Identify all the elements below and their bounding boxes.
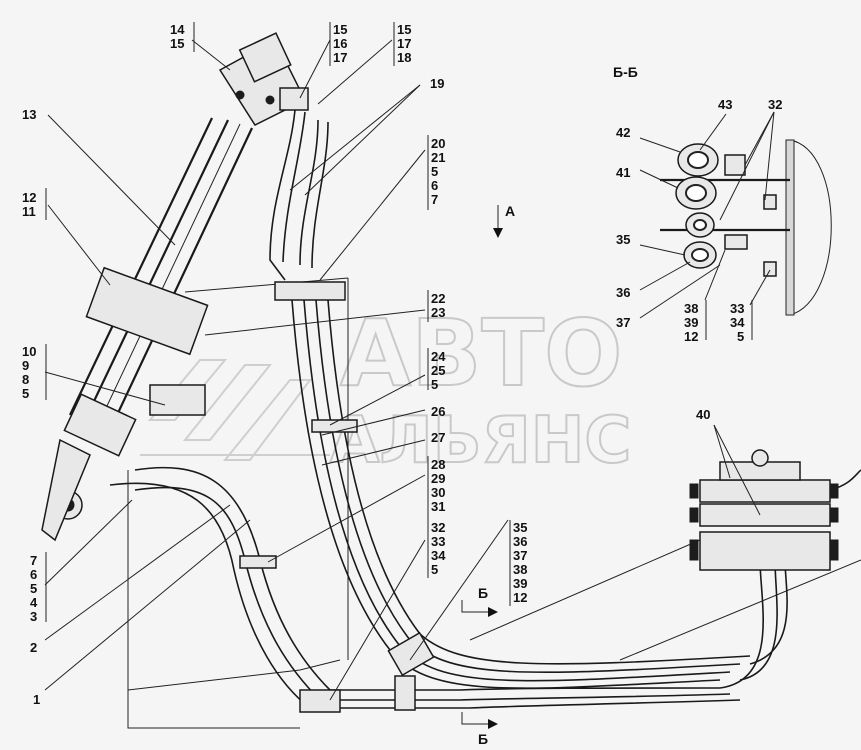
callout-15: 15 — [170, 36, 184, 51]
hose-clamp-2 — [387, 631, 435, 677]
callout-4: 4 — [30, 595, 38, 610]
callout-5: 5 — [22, 386, 29, 401]
callout-31: 31 — [431, 499, 445, 514]
callout-16: 16 — [333, 36, 347, 51]
callout-1: 1 — [33, 692, 40, 707]
callout-34: 34 — [431, 548, 446, 563]
callout-12: 12 — [22, 190, 36, 205]
callout-17: 17 — [397, 36, 411, 51]
vertical-hoses — [291, 299, 751, 689]
callout-19: 19 — [430, 76, 444, 91]
callout-28: 28 — [431, 457, 445, 472]
callout-39: 39 — [513, 576, 527, 591]
callout-3: 3 — [30, 609, 37, 624]
section-cut-label-lower: Б — [478, 731, 488, 747]
watermark-line-2: АЛЬЯНС — [330, 404, 631, 478]
callout-26: 26 — [431, 404, 445, 419]
callout-33: 33 — [730, 301, 744, 316]
callout-23: 23 — [431, 305, 445, 320]
callout-27: 27 — [431, 430, 445, 445]
top-valve-block — [218, 32, 309, 126]
leader-lines — [44, 39, 775, 701]
callout-11: 11 — [22, 204, 36, 219]
watermark-logo — [140, 359, 330, 461]
callout-35: 35 — [616, 232, 630, 247]
hose-clamp-4 — [394, 675, 416, 711]
hose-fitting-bottom — [299, 689, 341, 713]
section-title-bb: Б-Б — [613, 64, 638, 80]
watermark: АВТО АЛЬЯНС — [140, 299, 632, 479]
cylinder-clamp — [85, 266, 209, 356]
callout-5: 5 — [431, 164, 438, 179]
callout-24: 24 — [431, 349, 446, 364]
callout-41: 41 — [616, 165, 630, 180]
control-valve-assembly — [689, 449, 861, 571]
callout-20: 20 — [431, 136, 445, 151]
callout-22: 22 — [431, 291, 445, 306]
callout-15: 15 — [397, 22, 411, 37]
callout-9: 9 — [22, 358, 29, 373]
callout-29: 29 — [431, 471, 445, 486]
callout-6: 6 — [431, 178, 438, 193]
hose-clamp-3 — [239, 555, 277, 569]
callout-21: 21 — [431, 150, 445, 165]
callout-37: 37 — [513, 548, 527, 563]
callout-7: 7 — [30, 553, 37, 568]
callout-36: 36 — [616, 285, 630, 300]
callout-40: 40 — [696, 407, 710, 422]
callout-38: 38 — [513, 562, 527, 577]
callout-12: 12 — [513, 590, 527, 605]
callout-32: 32 — [431, 520, 445, 535]
section-cut-label-upper: Б — [478, 585, 488, 601]
callout-35: 35 — [513, 520, 527, 535]
callout-2: 2 — [30, 640, 37, 655]
callout-37: 37 — [616, 315, 630, 330]
cylinder-bracket — [149, 384, 206, 416]
callout-7: 7 — [431, 192, 438, 207]
view-arrow-label-a: А — [505, 203, 515, 219]
hydraulic-cylinder — [41, 117, 253, 542]
markers — [461, 205, 503, 729]
callout-25: 25 — [431, 363, 445, 378]
callout-14: 14 — [170, 22, 185, 37]
callout-38: 38 — [684, 301, 698, 316]
callout-43: 43 — [718, 97, 732, 112]
callout-8: 8 — [22, 372, 29, 387]
hose-clamp-1 — [311, 419, 358, 433]
callout-36: 36 — [513, 534, 527, 549]
frame-plates — [127, 277, 861, 729]
upper-hoses — [269, 109, 346, 301]
callout-13: 13 — [22, 107, 36, 122]
callout-12: 12 — [684, 329, 698, 344]
callout-10: 10 — [22, 344, 36, 359]
callout-42: 42 — [616, 125, 630, 140]
callout-32: 32 — [768, 97, 782, 112]
callout-33: 33 — [431, 534, 445, 549]
callout-17: 17 — [333, 50, 347, 65]
callout-18: 18 — [397, 50, 411, 65]
callout-39: 39 — [684, 315, 698, 330]
callout-5: 5 — [30, 581, 37, 596]
cylinder-bottom — [63, 393, 137, 457]
callout-5: 5 — [431, 562, 438, 577]
callout-15: 15 — [333, 22, 347, 37]
callout-5: 5 — [737, 329, 744, 344]
callout-labels: 14 15 15 16 17 15 17 18 19 13 12 11 20 2… — [22, 22, 782, 747]
callout-6: 6 — [30, 567, 37, 582]
callout-5: 5 — [431, 377, 438, 392]
watermark-line-1: АВТО — [340, 300, 622, 407]
callout-bars — [45, 22, 753, 622]
callout-30: 30 — [431, 485, 445, 500]
callout-34: 34 — [730, 315, 745, 330]
section-view-bb — [660, 139, 832, 316]
lower-hoses — [109, 466, 788, 713]
